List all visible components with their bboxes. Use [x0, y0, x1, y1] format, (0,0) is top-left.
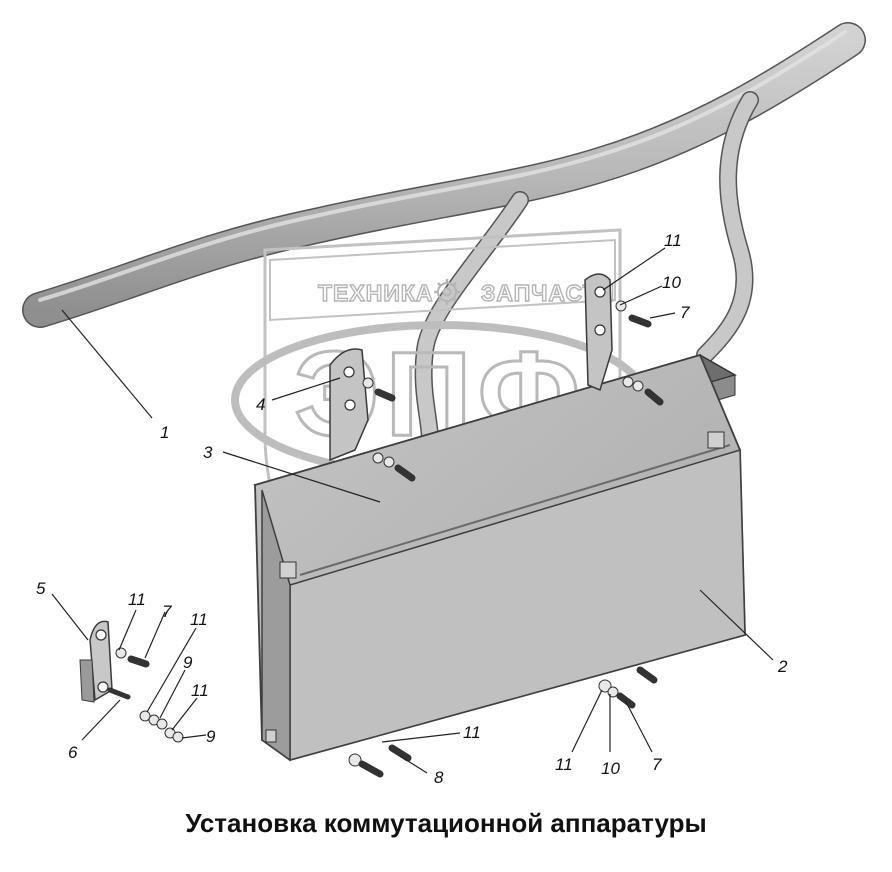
leader-lines — [51, 247, 774, 774]
callout-1: 1 — [160, 423, 169, 442]
cable-harness — [22, 22, 866, 328]
callout-6: 6 — [68, 743, 78, 762]
bracket-5 — [79, 620, 184, 743]
callout-10-bottom: 10 — [601, 759, 620, 778]
callout-10-top: 10 — [662, 273, 681, 292]
callout-7-left: 7 — [162, 602, 172, 621]
callout-9-lower: 9 — [206, 727, 216, 746]
callout-11-left-b: 11 — [190, 610, 208, 629]
callout-5: 5 — [36, 579, 46, 598]
callout-8: 8 — [434, 768, 444, 787]
callout-7-bottom: 7 — [652, 755, 662, 774]
callout-11-left-c: 11 — [191, 681, 209, 700]
branch-wire-left — [414, 191, 529, 449]
callout-3: 3 — [203, 443, 213, 462]
callout-7-top: 7 — [680, 303, 690, 322]
callout-11-left-a: 11 — [128, 590, 146, 609]
bracket-right — [584, 273, 664, 406]
bracket-4 — [329, 348, 416, 482]
watermark-left-text: ТЕХНИКА — [318, 280, 434, 306]
gear-icon — [434, 279, 460, 305]
callout-11-bottom-right: 11 — [555, 755, 573, 774]
diagram-caption: Установка коммутационной аппаратуры — [185, 808, 707, 838]
callout-11-bottom-mid: 11 — [463, 723, 481, 742]
callout-9-upper: 9 — [183, 653, 193, 672]
branch-wire-right — [696, 91, 759, 364]
callout-2: 2 — [777, 657, 788, 676]
callout-11-top: 11 — [664, 231, 682, 250]
callout-4: 4 — [256, 395, 265, 414]
callout-labels: 1 2 3 4 5 6 11 10 7 11 7 11 9 11 9 11 8 … — [36, 231, 788, 787]
